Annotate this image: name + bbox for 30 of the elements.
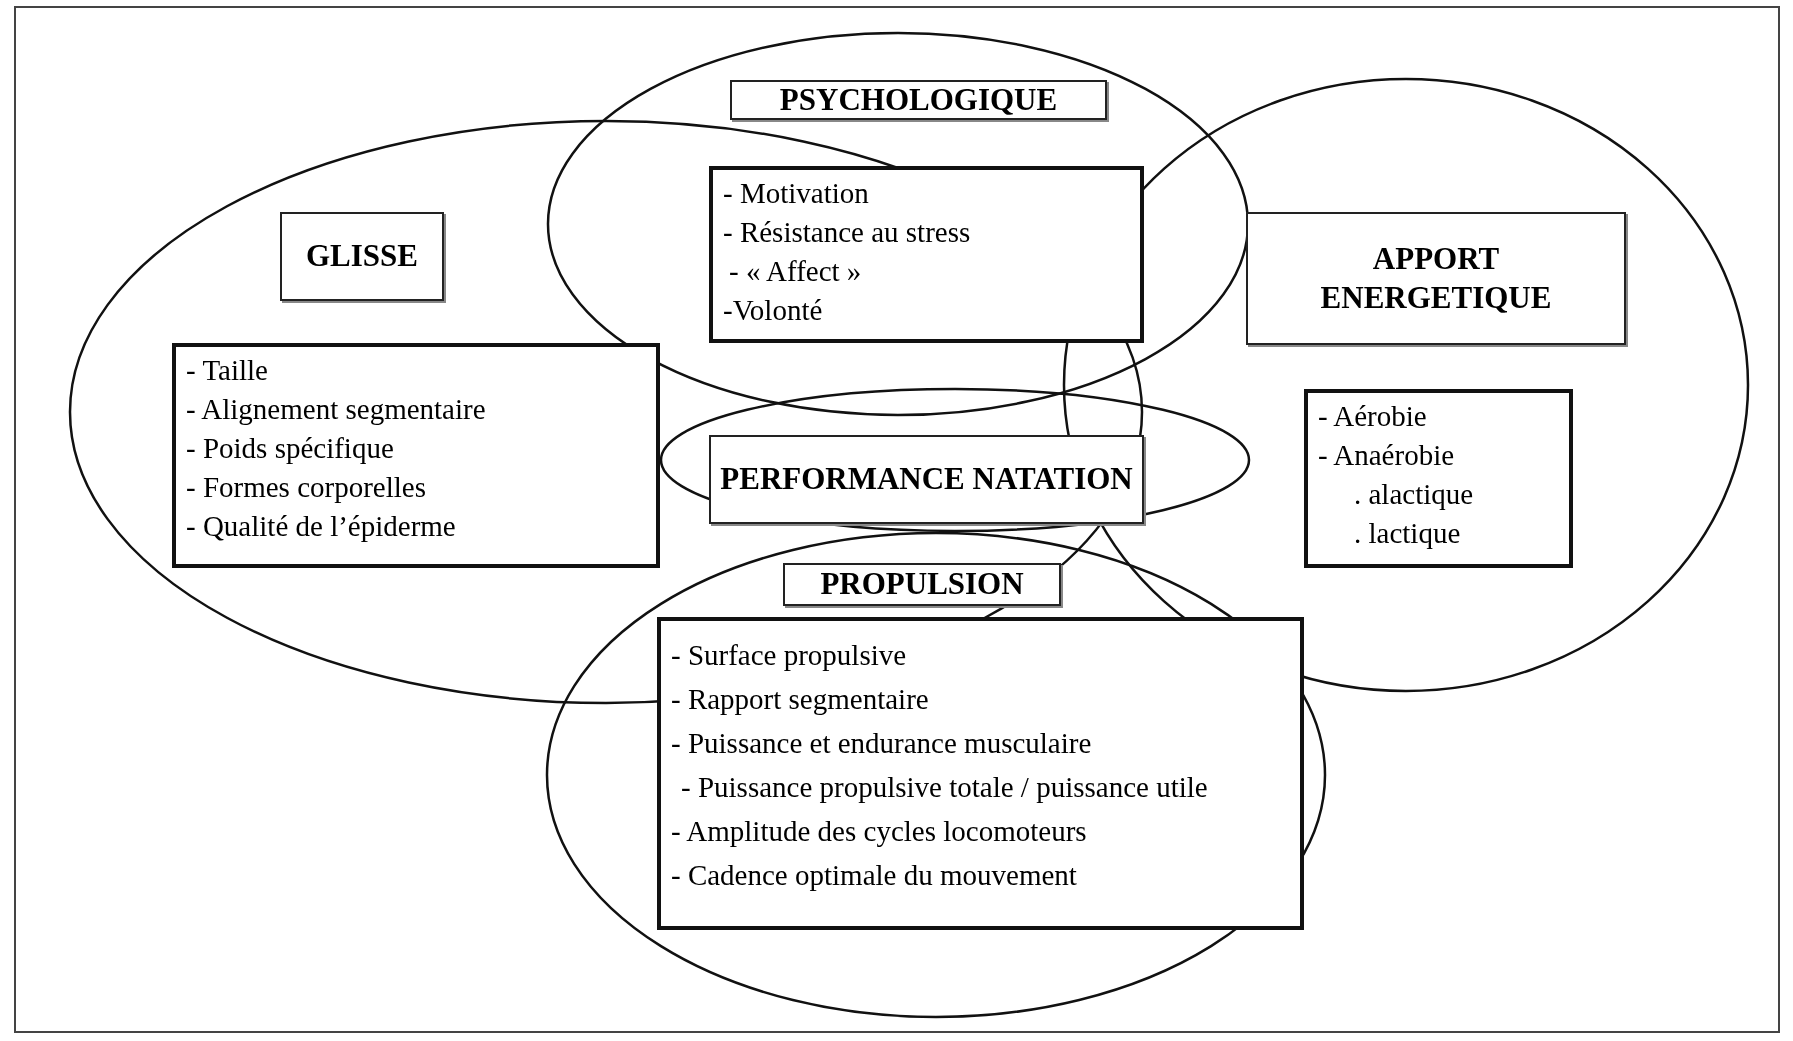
list-item: - Alignement segmentaire [186, 392, 487, 427]
list-item: - Qualité de l’épiderme [186, 509, 457, 544]
bullet-list-box [172, 343, 660, 568]
list-item: - Surface propulsive [671, 638, 908, 673]
bullet-list-box [709, 166, 1144, 343]
list-item: - Puissance propulsive totale / puissance utile [680, 770, 1209, 805]
list-item: - Formes corporelles [186, 470, 427, 505]
list-item: - Rapport segmentaire [671, 682, 930, 717]
list-item: - « Affect » [728, 254, 863, 289]
heading-box: PERFORMANCE NATATION [709, 435, 1144, 524]
ellipse-outline [660, 388, 1250, 532]
bullet-list-box [1304, 389, 1573, 568]
heading-box: PSYCHOLOGIQUE [730, 80, 1107, 120]
bullet-list-box [657, 617, 1304, 930]
list-item: . alactique [1353, 477, 1475, 512]
list-item: - Poids spécifique [186, 431, 395, 466]
list-item: - Taille [186, 353, 269, 388]
list-item: - Amplitude des cycles locomoteurs [671, 814, 1088, 849]
heading-box: PROPULSION [783, 563, 1061, 606]
list-item: - Motivation [723, 176, 870, 211]
heading-box: GLISSE [280, 212, 444, 301]
ellipse-outline [546, 532, 1326, 1018]
list-item: - Résistance au stress [723, 215, 972, 250]
list-item: - Cadence optimale du mouvement [671, 858, 1078, 893]
list-item: . lactique [1353, 516, 1462, 551]
list-item: - Aérobie [1318, 399, 1428, 434]
list-item: -Volonté [723, 293, 824, 328]
list-item: - Anaérobie [1318, 438, 1456, 473]
list-item: - Puissance et endurance musculaire [671, 726, 1093, 761]
heading-box: APPORT ENERGETIQUE [1246, 212, 1626, 345]
